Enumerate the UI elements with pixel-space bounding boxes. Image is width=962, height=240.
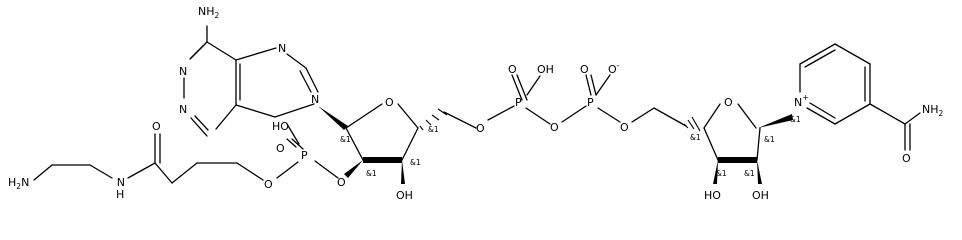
o-ring-nmn: O <box>724 96 733 109</box>
p-beta: P <box>587 96 594 109</box>
hashed-bond-nmn-c4 <box>683 116 701 132</box>
p-alpha: P <box>515 96 522 109</box>
stereo-label-1: &1 <box>340 135 351 144</box>
chemical-structure: NH2 N N N N O OH &1 &1 &1 &1 <box>8 5 944 202</box>
stereo-label-4: &1 <box>428 125 439 134</box>
stereo-label-2: &1 <box>366 169 377 178</box>
stereo-label-9: &1 <box>790 115 801 124</box>
o-bridge: O <box>550 121 559 134</box>
ho-p-2prime: HO <box>272 120 289 133</box>
stereo-label-5: &1 <box>690 133 701 142</box>
o-ch2-nmn: O <box>620 121 629 134</box>
adenine-base <box>183 25 319 137</box>
n-purine-3: N <box>179 103 187 116</box>
o-2prime-ester: O <box>337 176 346 189</box>
o-beta-double: O <box>580 63 589 76</box>
aminoethyl-linker <box>33 133 238 184</box>
nh2-adenine-label: NH2 <box>198 5 220 20</box>
o-p-2prime-ester: O <box>264 178 273 191</box>
adenosine-ribose <box>318 103 477 184</box>
nh2-amide: NH2 <box>922 103 944 118</box>
oh-nmn-2: OH <box>752 189 769 202</box>
o-alpha-double: O <box>508 63 517 76</box>
n-purine-7: N <box>278 42 286 55</box>
o-beta-minus: O- <box>608 61 620 76</box>
o-amide-nicotinamide: O <box>902 152 911 165</box>
oh-alpha: OH <box>537 63 554 76</box>
o-linker-amide: O <box>152 120 161 133</box>
nmn-ribose <box>683 103 793 184</box>
oh-adenosine-3: OH <box>396 189 413 202</box>
ho-nmn-3: HO <box>704 189 721 202</box>
stereo-label-8: &1 <box>764 135 775 144</box>
p-2prime: P <box>301 149 308 162</box>
h2n-linker: H2N <box>8 176 29 191</box>
o-ring-adenosine: O <box>385 96 394 109</box>
n-pyridinium: N+ <box>794 93 809 109</box>
hashed-bond-c4 <box>419 108 448 131</box>
n-purine-1: N <box>179 65 187 78</box>
phosphate-2prime <box>236 123 339 181</box>
stereo-label-7: &1 <box>744 169 755 178</box>
o-p-2prime-double: O <box>276 142 285 155</box>
stereo-label-3: &1 <box>410 158 421 167</box>
o-ch2-adenosine: O <box>476 122 485 135</box>
stereo-label-6: &1 <box>716 169 727 178</box>
nicotinamide-ring <box>799 43 921 151</box>
n-purine-9: N <box>311 93 319 106</box>
pyrophosphate <box>487 74 687 127</box>
